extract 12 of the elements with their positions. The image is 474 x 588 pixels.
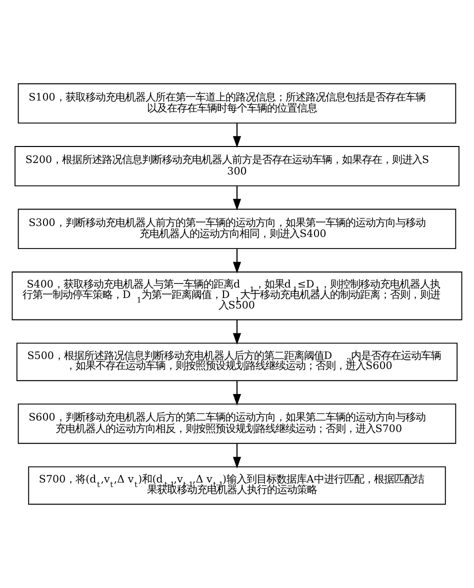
arrow xyxy=(232,248,242,274)
arrow xyxy=(232,380,242,406)
node-box: S500，根据所述路况信息判断移动充电机器人后方的第二距离阈值D$_{2}$内是否存在运动车辆，如果不存在运动车辆，则按照预设规划路线继续运动；否则，进入S600 xyxy=(16,342,458,382)
node-box: S100，获取移动充电机器人所在第一车道上的路况信息；所述路况信息包括是否存在车辆以及在存在车辆时每个车辆的位置信息 xyxy=(18,83,456,124)
arrow xyxy=(232,186,242,211)
node-box: S600，判断移动充电机器人后方的第二车辆的运动方向，如果第二车辆的运动方向与移动充电机器人的运动方向相反，则按照预设规划路线继续运动；否则，进入S700 xyxy=(18,404,456,444)
node-box: S300，判断移动充电机器人前方的第一车辆的运动方向，如果第一车辆的运动方向与移动充电机器人的运动方向相同，则进入S400 xyxy=(18,208,456,250)
arrow xyxy=(232,320,242,345)
node-box: S700，将(d$_{t}$,v$_{t}$,Δ v$_{t}$)和(d$_{t-1}$,v$_{t-1}$,Δ v$_{t-1}$)输入到目标数据库A中进行匹配，根据匹配结果获取移动充电机器人执行的运动策略 xyxy=(28,466,446,505)
arrow xyxy=(232,123,242,148)
node-box: S200，根据所述路况信息判断移动充电机器人前方是否存在运动车辆，如果存在，则进入S300 xyxy=(14,146,460,186)
arrow xyxy=(232,444,242,468)
